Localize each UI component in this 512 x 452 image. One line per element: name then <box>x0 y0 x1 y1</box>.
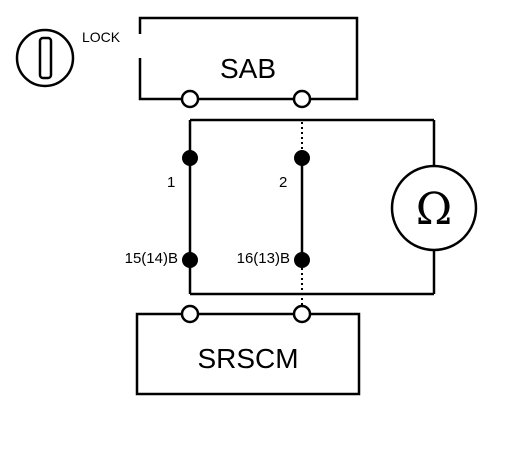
sab-box: SAB <box>138 16 359 101</box>
pin-label-15: 15(14)B <box>125 250 178 267</box>
sab-terminal-left <box>180 89 200 109</box>
pin-label-1: 1 <box>167 174 175 191</box>
ohm-symbol: Ω <box>416 184 452 235</box>
srscm-terminal-right <box>292 304 312 324</box>
srscm-box: SRSCM <box>135 312 361 396</box>
pin-1-dot <box>182 150 198 166</box>
sab-label: SAB <box>220 53 276 84</box>
lock-label: LOCK <box>82 29 121 45</box>
pin-label-16: 16(13)B <box>237 250 290 267</box>
pin-16-dot <box>294 252 310 268</box>
srscm-terminal-left <box>180 304 200 324</box>
srscm-label: SRSCM <box>197 343 298 374</box>
pin-15-dot <box>182 252 198 268</box>
pin-label-2: 2 <box>279 174 287 191</box>
ohmmeter-icon: Ω <box>390 164 478 252</box>
ignition-key-icon <box>15 28 75 88</box>
sab-terminal-right <box>292 89 312 109</box>
pin-2-dot <box>294 150 310 166</box>
